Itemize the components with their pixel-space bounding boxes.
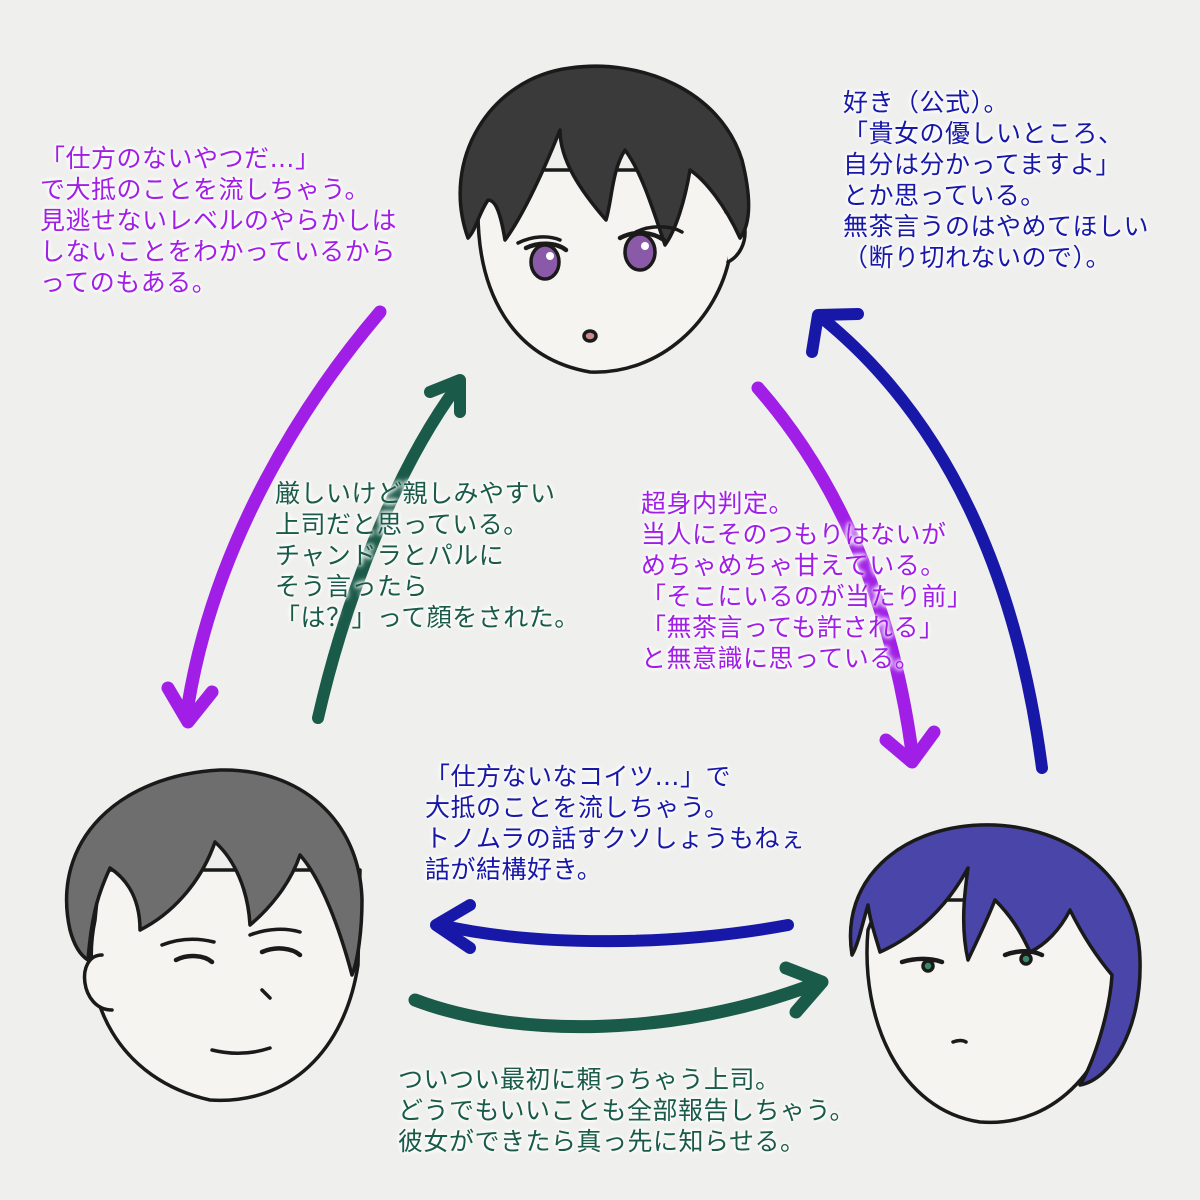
note-line: 好き（公式）。 (843, 88, 1010, 117)
note-line: 上司だと思っている。 (275, 510, 529, 539)
right-eyebrow (634, 225, 684, 234)
arrow-left-to-top (312, 374, 466, 724)
right-eye (259, 946, 303, 958)
note-line: 見逃せないレベルのやらかしは (40, 206, 398, 235)
arrow-top-to-left (161, 305, 387, 729)
face-outline (89, 868, 362, 1102)
right-pupil (1019, 952, 1033, 966)
character-bottom-left (64, 768, 364, 1102)
note-line: 話が結構好き。 (425, 855, 603, 884)
note-line: 当人にそのつもりはないが (641, 520, 947, 549)
left-eye (523, 241, 569, 281)
left-pupil (921, 959, 935, 973)
note-line: めちゃめちゃ甘えている。 (641, 551, 946, 580)
note-line: ってのもある。 (40, 268, 218, 297)
note-line: そう言ったら (275, 572, 429, 601)
note-line: 「は？」って顔をされた。 (275, 603, 580, 632)
note-line: 自分は分かってますよ」 (843, 150, 1122, 179)
note-line: とか思っている。 (843, 181, 1046, 210)
note-line: 「貴女の優しいところ、 (843, 119, 1124, 148)
note-line: 厳しいけど親しみやすい (275, 479, 556, 508)
note-line: と無意識に思っている。 (641, 644, 921, 673)
note-line: 「無茶言っても許される」 (641, 613, 945, 642)
left-eyebrow (516, 235, 562, 245)
right-eye (1002, 949, 1045, 958)
arrow-left-to-right (408, 961, 829, 1034)
note-top-left: 「仕方のないやつだ…」 で大抵のことを流しちゃう。 見逃せないレベルのやらかしは… (40, 143, 397, 298)
mouth (210, 1046, 272, 1055)
left-eyebrow (160, 937, 216, 947)
note-center-left: 厳しいけど親しみやすい 上司だと思っている。 チャンドラとパルに そう言ったら … (275, 478, 580, 633)
note-line: 彼女ができたら真っ先に知らせる。 (398, 1127, 806, 1156)
note-line: 「仕方のないやつだ…」 (40, 144, 321, 173)
left-eye (173, 953, 215, 965)
note-line: （断り切れないので）。 (843, 243, 1112, 272)
character-top (458, 64, 751, 374)
right-eye (617, 230, 667, 272)
mouth (951, 1038, 968, 1044)
note-line: チャンドラとパルに (275, 541, 505, 570)
arrow-top-to-right (751, 381, 941, 769)
left-eye (899, 956, 945, 965)
nose (260, 988, 272, 1000)
ear (82, 953, 114, 1012)
arrow-right-to-top (806, 308, 1048, 774)
arrow-right-to-left (430, 899, 794, 954)
hair (458, 64, 751, 247)
right-eyebrow (248, 927, 302, 937)
note-line: どうでもいいことも全部報告しちゃう。 (398, 1096, 856, 1125)
note-line: ついつい最初に頼っちゃう上司。 (398, 1065, 781, 1094)
note-line: 「仕方ないなコイツ…」で (425, 762, 732, 791)
mouth (582, 329, 598, 343)
hair (848, 823, 1142, 1087)
note-bottom: ついつい最初に頼っちゃう上司。 どうでもいいことも全部報告しちゃう。 彼女ができ… (398, 1064, 855, 1157)
note-bottom-center: 「仕方ないなコイツ…」で 大抵のことを流しちゃう。 トノムラの話すクソしょうもね… (425, 761, 806, 885)
note-line: トノムラの話すクソしょうもねぇ (425, 824, 806, 853)
note-center-right: 超身内判定。 当人にそのつもりはないが めちゃめちゃ甘えている。 「そこにいるの… (641, 488, 973, 674)
note-line: 無茶言うのはやめてほしい (843, 212, 1150, 241)
hair (64, 768, 364, 977)
note-line: で大抵のことを流しちゃう。 (40, 175, 371, 204)
note-line: 大抵のことを流しちゃう。 (425, 793, 730, 822)
character-bottom-right (848, 823, 1142, 1125)
note-line: 超身内判定。 (641, 489, 795, 518)
note-line: 「そこにいるのが当たり前」 (641, 582, 973, 611)
note-top-right: 好き（公式）。 「貴女の優しいところ、 自分は分かってますよ」 とか思っている。… (843, 87, 1149, 273)
note-line: しないことをわかっているから (40, 237, 396, 266)
